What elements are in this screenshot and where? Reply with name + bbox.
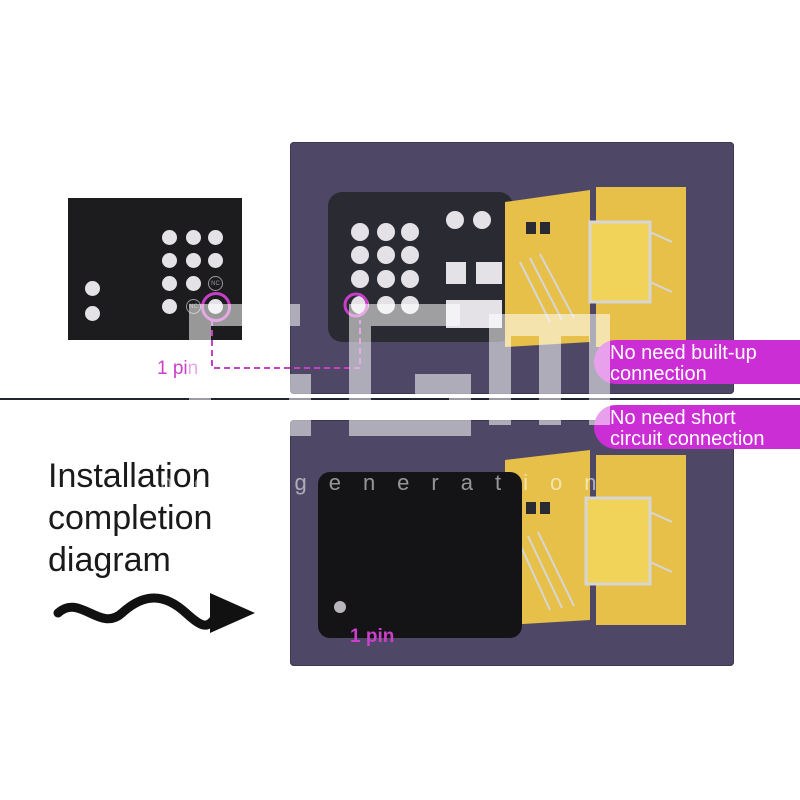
callout-line: No need short	[610, 407, 736, 429]
callout-built-up: No need built-up connection	[594, 340, 800, 385]
pcb-bottom	[290, 420, 734, 666]
divider-line	[0, 398, 800, 400]
chip-pad	[162, 276, 177, 291]
chip-pad	[162, 253, 177, 268]
wavy-arrow-icon	[53, 593, 255, 633]
chip-pad	[186, 253, 201, 268]
caption-line: Installation	[48, 457, 211, 495]
chip-pad	[162, 299, 177, 314]
pcb-top-art	[328, 187, 686, 347]
chip-pad	[85, 281, 100, 296]
watermark-logo	[189, 304, 610, 436]
chip-pad	[162, 230, 177, 245]
nc-pad: NC	[208, 276, 223, 291]
callout-short-circuit: No need short circuit connection	[594, 405, 800, 450]
pcb-bottom-art	[318, 450, 686, 638]
pcb-top	[290, 142, 734, 394]
chip-pad	[186, 230, 201, 245]
chip-pad	[85, 306, 100, 321]
chip-pad	[208, 230, 223, 245]
chip-pad	[208, 253, 223, 268]
installation-caption: Installation completion diagram	[48, 455, 212, 581]
pin-label-top: 1 pin	[157, 358, 199, 379]
caption-line: diagram	[48, 541, 171, 579]
callout-line: No need built-up	[610, 342, 757, 364]
callout-line: connection	[610, 363, 707, 385]
watermark-text: new generation	[160, 470, 619, 495]
callout-line: circuit connection	[610, 428, 765, 450]
caption-line: completion	[48, 499, 213, 537]
chip-pad	[186, 276, 201, 291]
pin-label-bottom: 1 pin	[350, 626, 395, 647]
